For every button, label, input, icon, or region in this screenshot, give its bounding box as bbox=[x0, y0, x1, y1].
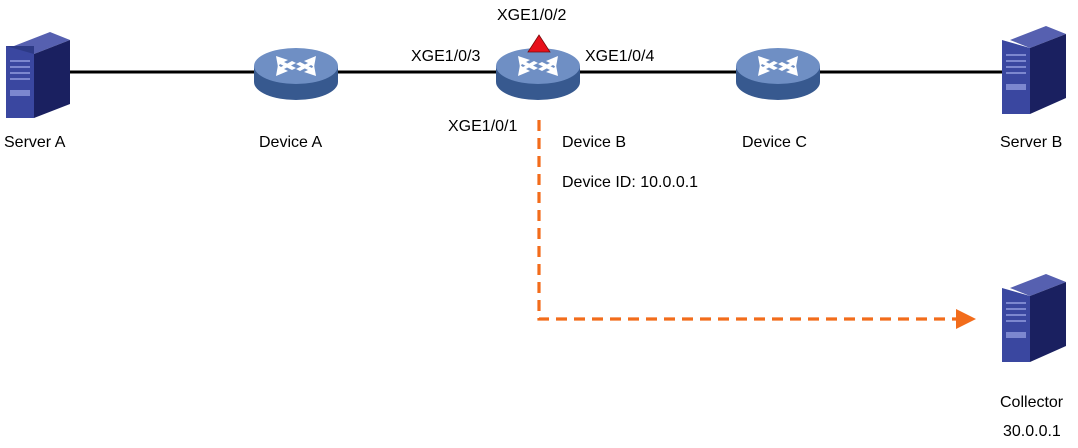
sampling-point-marker-icon bbox=[527, 34, 551, 53]
device-b-switch-icon bbox=[496, 48, 580, 100]
server-a-label: Server A bbox=[4, 134, 66, 151]
interface-xge-1-0-4-label: XGE1/0/4 bbox=[585, 48, 655, 65]
device-a-switch-icon bbox=[254, 48, 338, 100]
export-path-arrowhead bbox=[956, 309, 976, 329]
collector-ip-label: 30.0.0.1 bbox=[1003, 423, 1061, 440]
interface-xge-1-0-1-label: XGE1/0/1 bbox=[448, 118, 518, 135]
device-c-switch-icon bbox=[736, 48, 820, 100]
device-b-id-label: Device ID: 10.0.0.1 bbox=[562, 174, 699, 191]
device-a-label: Device A bbox=[259, 134, 323, 151]
collector-label: Collector bbox=[1000, 394, 1064, 411]
server-a-icon bbox=[6, 32, 70, 118]
collector-server-icon bbox=[1002, 274, 1066, 362]
server-b-label: Server B bbox=[1000, 134, 1063, 151]
server-b-icon bbox=[1002, 26, 1066, 114]
device-b-label: Device B bbox=[562, 134, 627, 151]
interface-xge-1-0-2-label: XGE1/0/2 bbox=[497, 7, 567, 24]
interface-xge-1-0-3-label: XGE1/0/3 bbox=[411, 48, 481, 65]
export-path-to-collector bbox=[537, 120, 958, 321]
device-c-label: Device C bbox=[742, 134, 807, 151]
